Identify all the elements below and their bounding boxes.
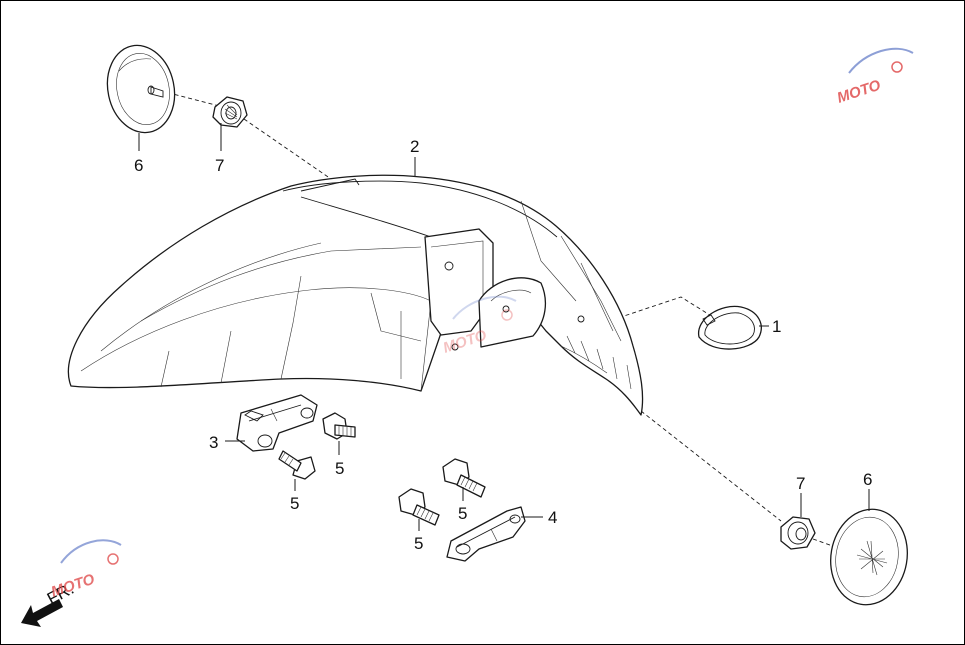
- front-arrow-icon: [21, 599, 63, 627]
- leader-lines: [138, 123, 870, 531]
- part-6-cap-bottom: [830, 508, 908, 606]
- callout-5c: 5: [458, 504, 467, 523]
- cap-center-burst: [856, 540, 888, 576]
- callout-5d: 5: [414, 534, 423, 553]
- part-5-bolt-d: [398, 488, 440, 526]
- callout-5b: 5: [290, 494, 299, 513]
- callout-3: 3: [209, 433, 218, 452]
- part-5-bolt-a: [322, 412, 356, 440]
- callout-6-top: 6: [134, 156, 143, 175]
- part-3-bracket-left: [236, 394, 318, 452]
- watermark-text-top: MOTO: [835, 77, 883, 107]
- callout-labels: 6 7 2 1 3 5 5 5 5 4 7 6: [134, 137, 872, 553]
- part-7-nut-bottom: [780, 516, 816, 550]
- watermark-logo-bottom: MOTO: [49, 539, 122, 601]
- callout-7-bottom: 7: [796, 474, 805, 493]
- callout-7-top: 7: [215, 156, 224, 175]
- callout-1: 1: [772, 317, 781, 336]
- callout-6-bottom: 6: [863, 470, 872, 489]
- part-6-cap-top: [106, 44, 176, 134]
- gear-icon: [107, 553, 119, 565]
- part-7-nut-top: [212, 96, 248, 128]
- callout-2: 2: [410, 137, 419, 156]
- watermark-logo-top: MOTO: [835, 47, 914, 107]
- callout-4: 4: [548, 508, 557, 527]
- part-2-front-fender: [67, 174, 644, 416]
- part-4-bracket-right: [446, 506, 526, 562]
- part-5-bolt-b: [278, 450, 316, 480]
- part-5-bolt-c: [442, 458, 486, 498]
- part-1-reflector: [698, 305, 762, 350]
- gear-icon: [501, 309, 513, 321]
- callout-5a: 5: [335, 459, 344, 478]
- gear-icon: [891, 61, 903, 73]
